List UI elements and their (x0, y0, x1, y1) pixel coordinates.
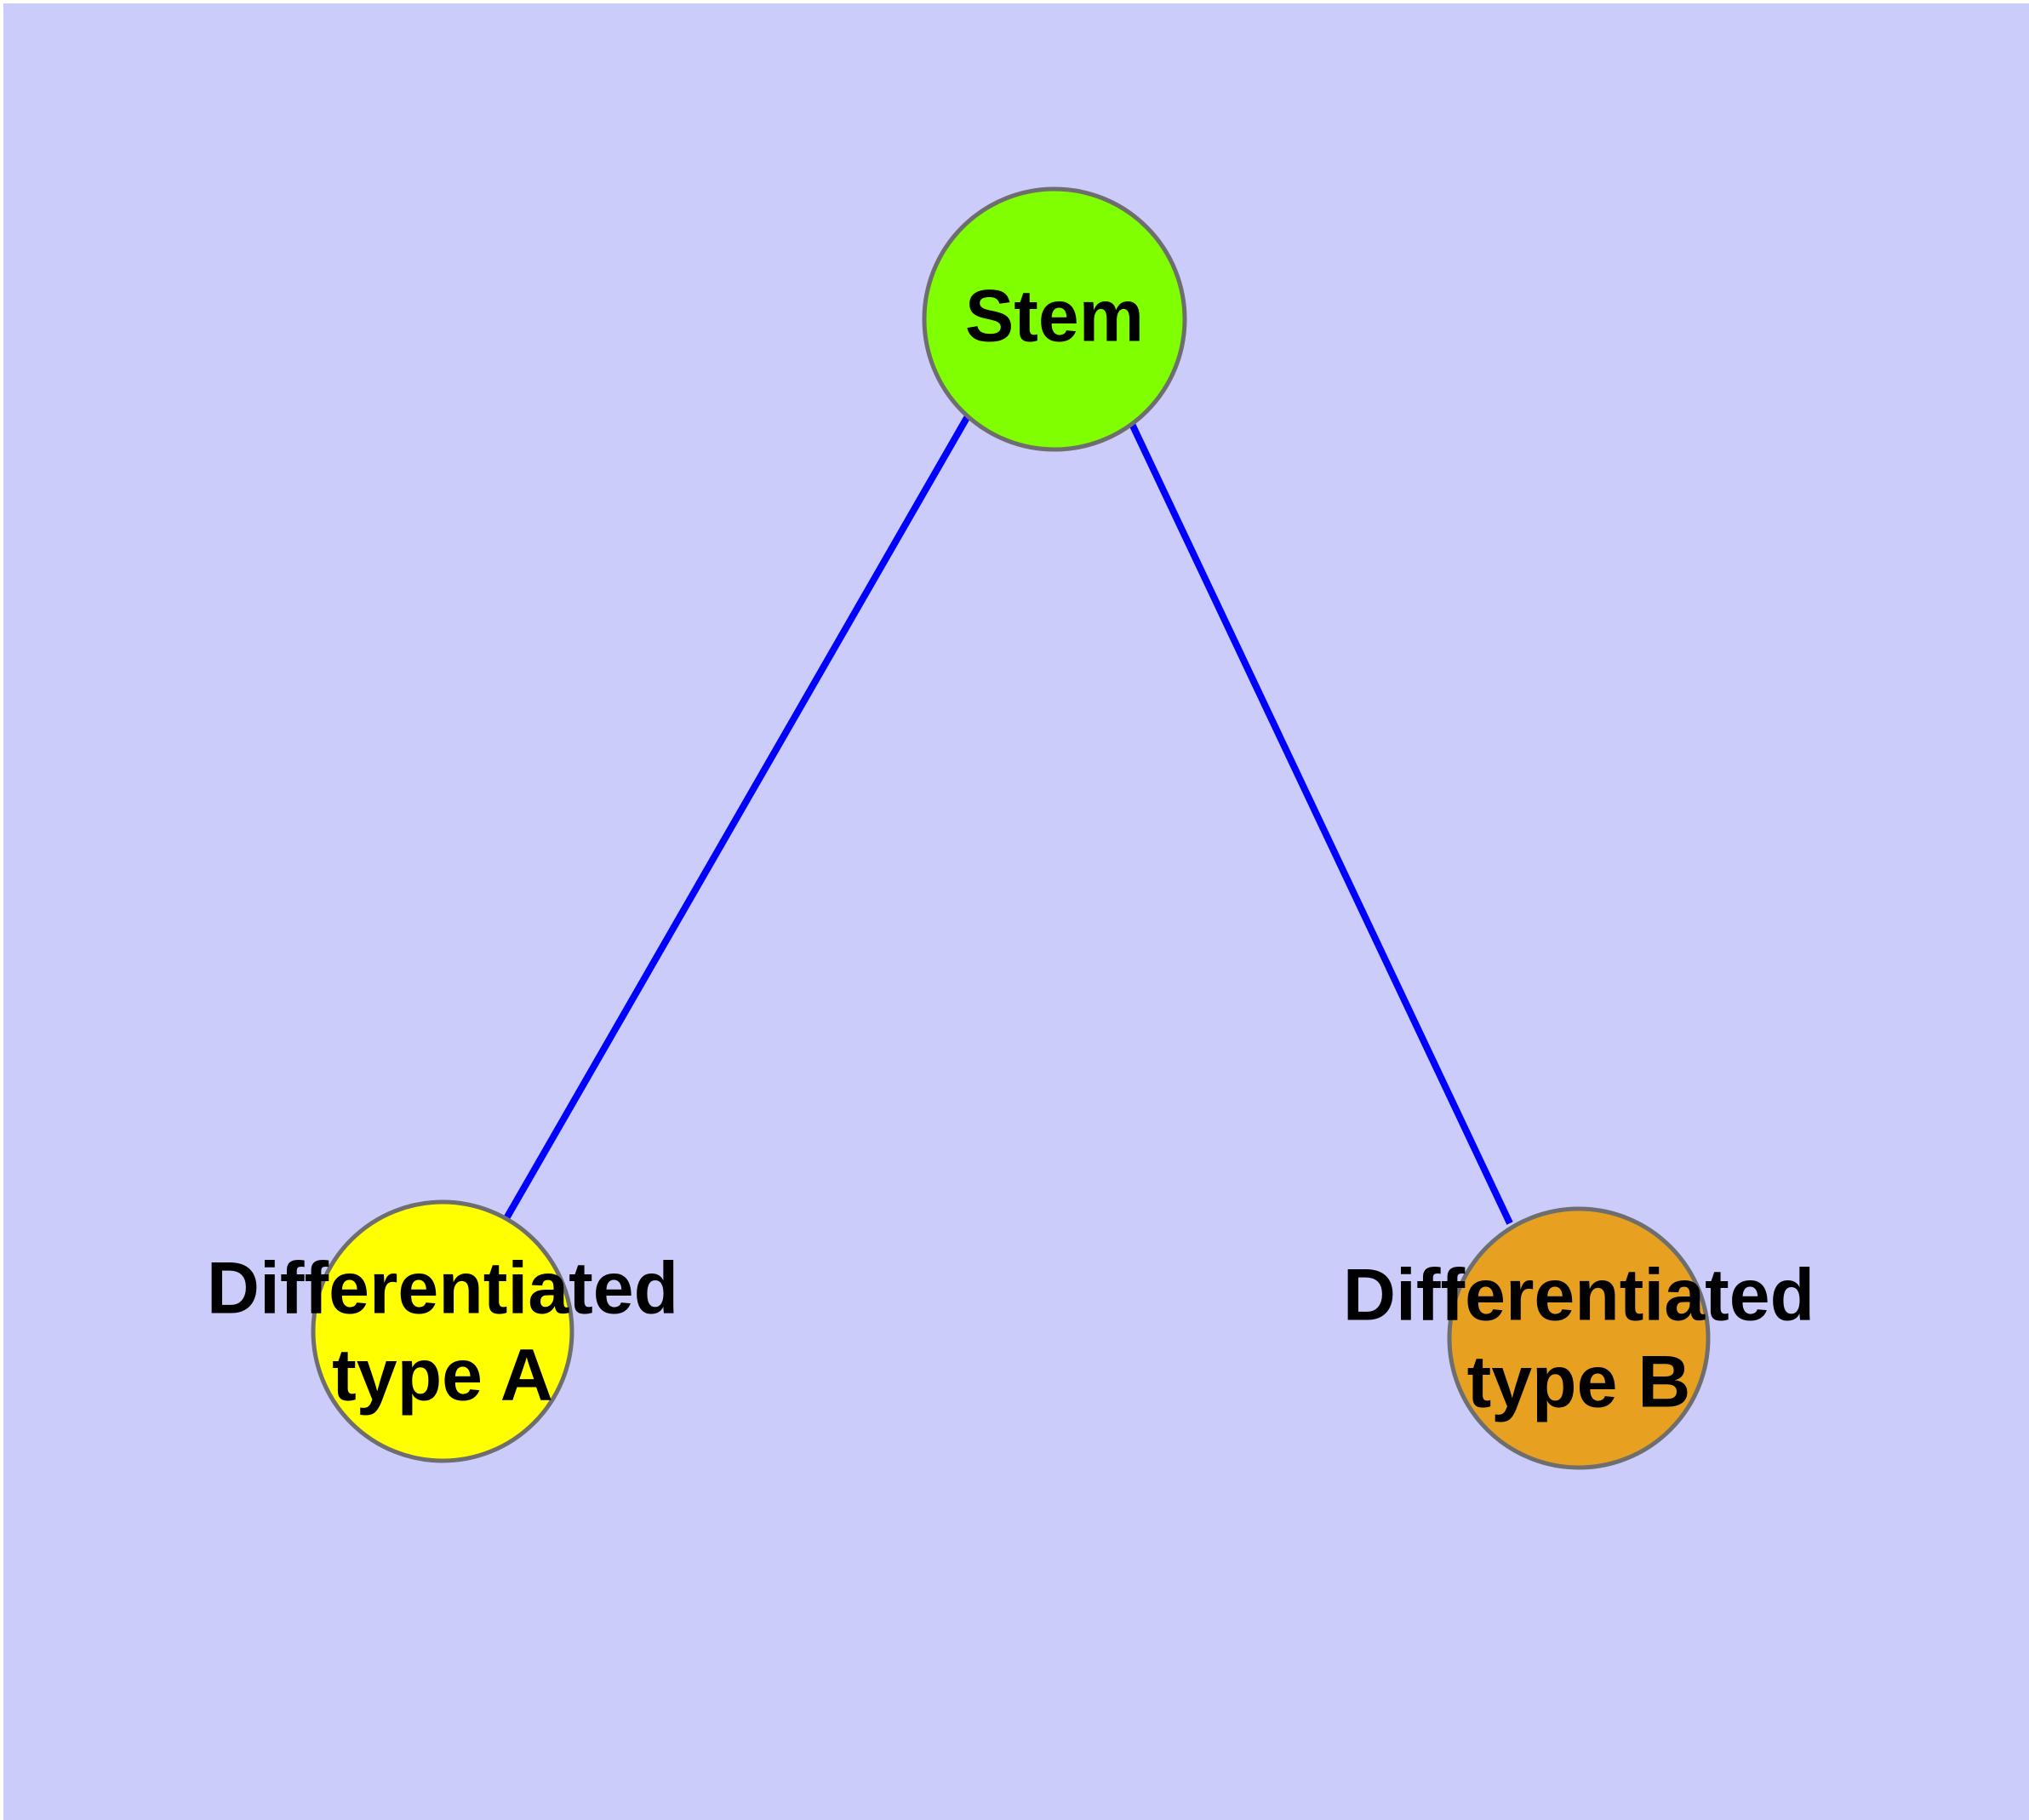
edge-stem-to-differentiated-type-a[interactable] (502, 415, 971, 1222)
node-differentiated-type-a-circle[interactable] (311, 1199, 574, 1463)
node-differentiated-type-a-label-line1: Differentiated (207, 1248, 678, 1330)
node-differentiated-type-b-label-line2: type B (1467, 1342, 1691, 1423)
node-stem-label: Stem (965, 276, 1144, 358)
edge-stem-to-differentiated-type-b[interactable] (1129, 422, 1513, 1225)
node-layer (311, 186, 1711, 1470)
label-layer: Stem Differentiated type A Differentiate… (207, 276, 1815, 1423)
node-differentiated-type-a-label-line2: type A (332, 1335, 553, 1417)
edge-layer (502, 415, 1513, 1225)
node-differentiated-type-b-circle[interactable] (1447, 1206, 1711, 1470)
node-stem-circle[interactable] (922, 186, 1187, 452)
node-differentiated-type-b-label-line1: Differentiated (1343, 1255, 1815, 1336)
